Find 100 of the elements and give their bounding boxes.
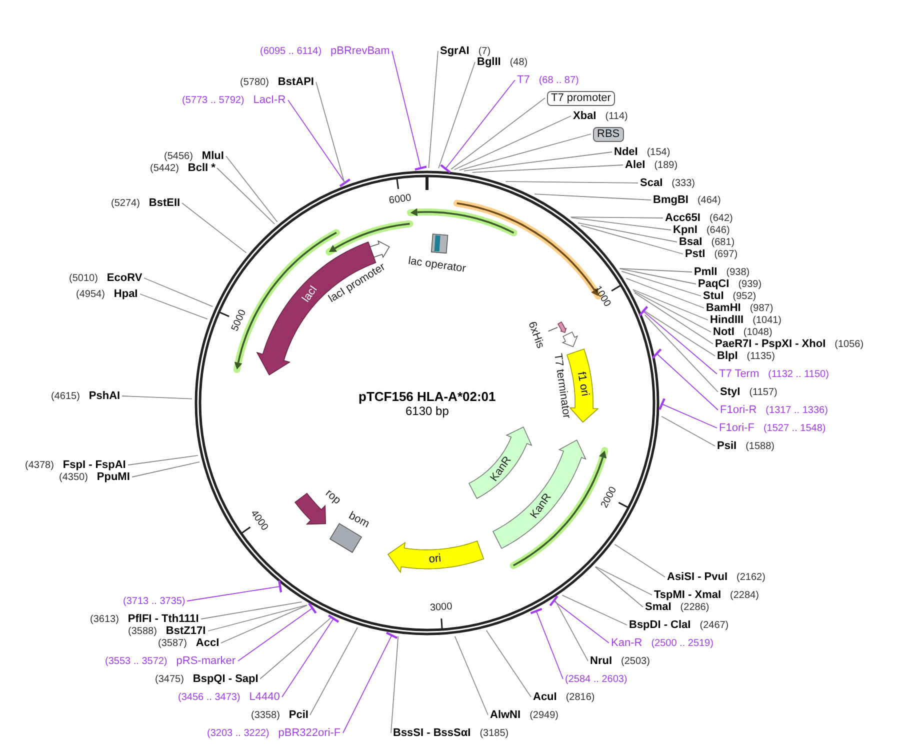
position-label: (2286) xyxy=(680,600,710,614)
feature-label: T7 terminator xyxy=(551,353,572,420)
primer-label: pRS-marker xyxy=(176,654,236,668)
enzyme-site-label: BspDI - ClaI xyxy=(629,618,691,632)
primer-label: pBR322ori-F xyxy=(278,726,341,740)
position-label: (4378) xyxy=(25,458,54,472)
enzyme-site-label: ScaI xyxy=(640,176,663,190)
enzyme-site-label: BstZ17I xyxy=(166,624,206,638)
leader-line xyxy=(486,630,532,698)
leader-line xyxy=(534,194,652,200)
feature-tag: RBS xyxy=(593,126,624,142)
leader-line xyxy=(220,604,308,644)
enzyme-site-label: BspQI - SapI xyxy=(192,672,258,686)
enzyme-site-label: BstAPI xyxy=(278,76,314,88)
leader-line xyxy=(464,152,612,172)
position-label: (2467) xyxy=(700,618,729,632)
leader-line xyxy=(208,604,308,632)
enzyme-site-label: AccI xyxy=(196,636,220,650)
position-label: (2162) xyxy=(736,570,766,584)
enzyme-site-label: PsiI xyxy=(717,440,737,452)
primer-label: T7 xyxy=(517,74,530,86)
feature-label: bom xyxy=(347,510,372,530)
enzyme-site-label: AleI xyxy=(625,158,646,172)
leader-line xyxy=(438,62,476,169)
position-label: (939) xyxy=(738,278,762,290)
enzyme-site-label: NruI xyxy=(590,654,612,668)
enzyme-site-label: HpaI xyxy=(114,288,138,300)
enzyme-site-label: PaeR7I - PspXI - XhoI xyxy=(715,338,826,350)
position-label: (952) xyxy=(732,290,756,302)
enzyme-site-label: SgrAI xyxy=(440,44,470,58)
feature-label: lac operator xyxy=(407,255,466,276)
position-label: (114) xyxy=(605,110,628,122)
plasmid-name: pTCF156 HLA-A*02:01 xyxy=(358,388,496,404)
leader-line xyxy=(644,314,718,392)
enzyme-site-label: MluI xyxy=(202,150,224,162)
position-label: (1135) xyxy=(746,350,775,362)
leader-line xyxy=(626,278,704,308)
position-label: (4954) xyxy=(76,288,105,300)
position-label: (5780) xyxy=(240,76,269,88)
leader-line xyxy=(440,80,516,174)
scale-label: 3000 xyxy=(429,601,452,614)
primer-label: F1ori-F xyxy=(719,422,754,434)
leader-line xyxy=(578,222,678,242)
position-label: (642) xyxy=(709,212,733,224)
enzyme-site-label: AsiSI - PvuI xyxy=(667,570,728,584)
enzyme-site-label: BssSI - BssSαI xyxy=(393,726,471,740)
leader-line xyxy=(428,50,438,168)
leader-line xyxy=(562,594,628,626)
leader-line xyxy=(619,268,692,272)
position-label: (3185) xyxy=(480,726,509,740)
leader-line xyxy=(633,290,712,332)
leader-line xyxy=(638,306,718,374)
enzyme-site-label: BglII xyxy=(477,56,501,68)
leader-line xyxy=(580,225,684,254)
enzyme-site-label: PpuMI xyxy=(96,470,130,484)
enzyme-site-label: XbaI xyxy=(573,110,596,122)
leader-line xyxy=(144,278,214,308)
enzyme-site-label: BlpI xyxy=(717,350,738,362)
leader-line xyxy=(140,294,208,320)
position-label: (333) xyxy=(672,176,695,190)
position-label: (4350) xyxy=(59,470,88,484)
position-label: (2816) xyxy=(566,690,595,704)
feature-label: f1 ori xyxy=(574,370,591,397)
position-label: (3358) xyxy=(251,708,280,722)
position-label: (1056) xyxy=(834,338,864,350)
position-label: (987) xyxy=(750,302,774,314)
leader-line xyxy=(658,397,718,428)
enzyme-site-label: PstI xyxy=(685,248,706,260)
enzyme-site-label: NdeI xyxy=(614,146,638,158)
leader-line xyxy=(216,168,276,224)
position-label: (4615) xyxy=(51,390,80,402)
leader-line xyxy=(238,602,317,662)
enzyme-site-label: BstEII xyxy=(148,196,180,210)
leader-line xyxy=(621,270,702,296)
position-label: (3456 .. 3473) xyxy=(178,690,240,704)
leader-line xyxy=(132,462,200,478)
leader-line xyxy=(128,454,198,466)
enzyme-site-label: Acc65I xyxy=(665,212,700,224)
plasmid-size: 6130 bp xyxy=(406,404,449,418)
enzyme-site-label: KpnI xyxy=(673,224,698,236)
position-label: (1048) xyxy=(743,326,772,338)
primer-label: F1ori-R xyxy=(720,404,757,416)
position-label: (3588) xyxy=(128,624,157,638)
leader-line xyxy=(661,416,716,446)
primer-label: LacI-R xyxy=(253,94,286,106)
enzyme-site-label: SmaI xyxy=(645,600,672,614)
leader-line xyxy=(571,217,672,230)
position-label: (189) xyxy=(654,158,678,172)
leader-line xyxy=(570,216,664,218)
enzyme-site-label: BsaI xyxy=(679,236,702,248)
position-label: (3475) xyxy=(155,672,184,686)
position-label: (5010) xyxy=(69,272,98,284)
position-label: (1317 .. 1336) xyxy=(766,404,828,416)
enzyme-site-label: PmlI xyxy=(694,266,718,278)
position-label: (646) xyxy=(706,224,730,236)
leader-line xyxy=(549,595,610,644)
leader-line xyxy=(226,156,278,222)
leader-line xyxy=(390,636,399,734)
enzyme-site-label: NotI xyxy=(713,326,734,338)
enzyme-site-label: PflFI - Tth111I xyxy=(128,612,199,626)
